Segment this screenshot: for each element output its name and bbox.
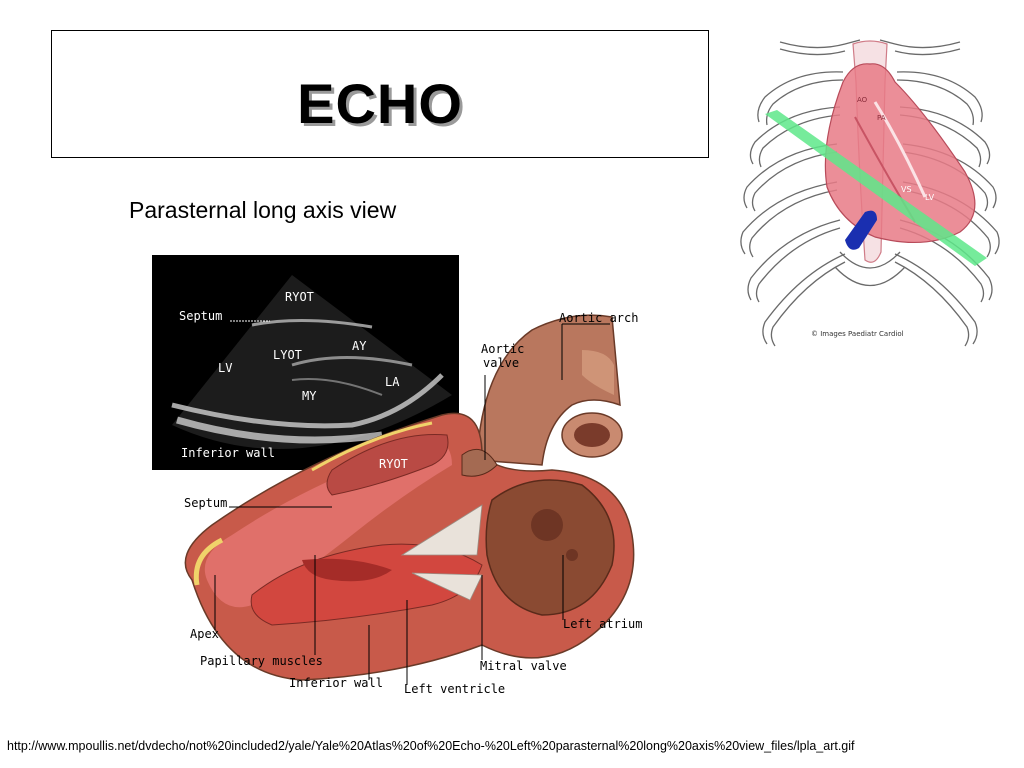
echo-lyot-label: LYOT (273, 348, 302, 362)
echo-inferior-wall-label: Inferior wall (181, 446, 275, 460)
label-mitral-valve: Mitral valve (480, 659, 567, 673)
source-url: http://www.mpoullis.net/dvdecho/not%20in… (7, 739, 855, 753)
label-septum: Septum (184, 496, 227, 510)
label-left-atrium: Left atrium (563, 617, 642, 631)
echo-image: RYOT Septum LV LYOT AY LA MY Inferior wa… (152, 255, 459, 470)
probe-icon (845, 210, 877, 250)
echo-septum-label: Septum (179, 309, 222, 323)
copyright-label: © Images Paediatr Cardiol (811, 330, 904, 338)
heart-shape (824, 63, 976, 244)
label-aortic-valve-line2: valve (483, 356, 519, 370)
pa-label: PA (877, 114, 886, 122)
label-apex: Apex (190, 627, 219, 641)
heart-anatomy-illustration: RYOT Septum LV LYOT AY LA MY Inferior wa… (152, 255, 642, 696)
title-box: ECHO (51, 30, 709, 158)
vs-label: VS (901, 185, 912, 194)
label-aortic-valve-line1: Aortic (481, 342, 524, 356)
echo-lv-label: LV (218, 361, 232, 375)
label-papillary-muscles: Papillary muscles (200, 654, 323, 668)
imaging-plane (765, 110, 987, 266)
label-aortic-arch: Aortic arch (559, 311, 638, 325)
label-ryot: RYOT (379, 457, 408, 471)
ao-label: AO (857, 96, 868, 104)
heart-cross-section: Aortic arch Aortic valve RYOT Septum Ape… (184, 311, 642, 696)
echo-my-label: MY (302, 389, 317, 403)
echo-ryot-label: RYOT (285, 290, 314, 304)
slide-title: ECHO (297, 72, 463, 135)
lv-label: LV (925, 193, 935, 202)
echo-la-label: LA (385, 375, 400, 389)
echo-ay-label: AY (352, 339, 367, 353)
ribcage-illustration: AO PA VS LV © Images Paediatr Cardiol (740, 39, 1000, 347)
label-left-ventricle: Left ventricle (404, 682, 505, 696)
slide-subtitle: Parasternal long axis view (129, 197, 397, 223)
label-inferior-wall: Inferior wall (289, 676, 383, 690)
